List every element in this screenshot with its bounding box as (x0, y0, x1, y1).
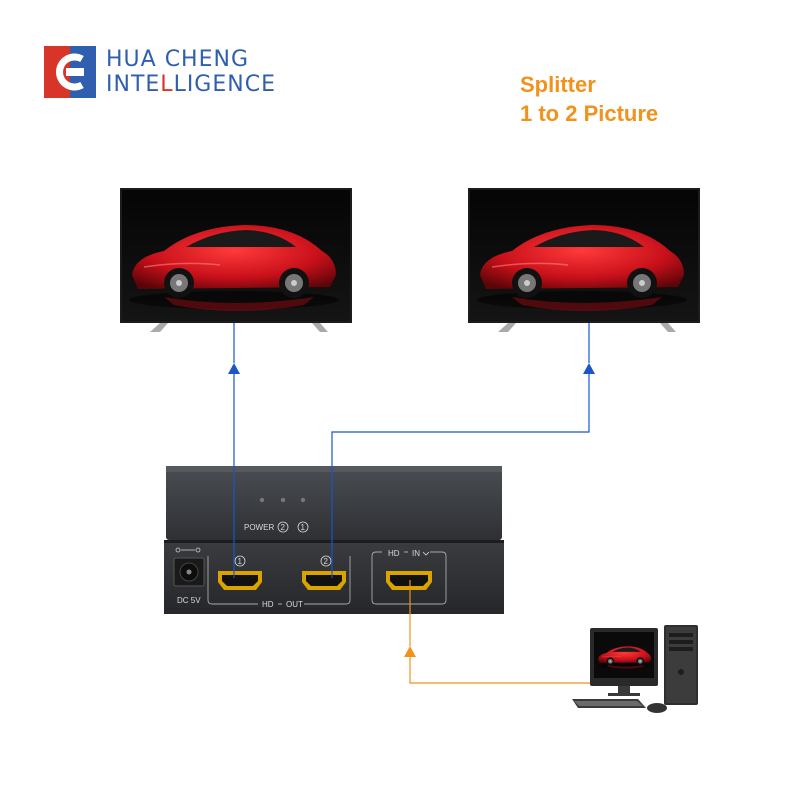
out-port-2-label: 2 (324, 557, 329, 566)
led-power (259, 497, 265, 503)
power-label: POWER (244, 523, 274, 532)
hd-in-label-b: IN (412, 549, 420, 558)
led-1 (300, 497, 306, 503)
arrow-up-icon (404, 646, 416, 657)
output-line-2 (331, 372, 590, 578)
hc-logo-mark-icon (44, 46, 96, 98)
hdmi-out-port-2[interactable] (302, 571, 346, 590)
desktop-computer-icon (572, 625, 698, 713)
title-line-1: Splitter (520, 72, 596, 97)
dc-label: DC 5V (177, 596, 201, 605)
diagram-title: Splitter 1 to 2 Picture (520, 70, 658, 128)
brand-name-line-1: HUA CHENG (106, 47, 249, 72)
hd-out-label-a: HD (262, 600, 274, 609)
tv-left-icon (120, 188, 352, 332)
hd-out-label-b: OUT (286, 600, 303, 609)
input-connection-line (404, 580, 590, 684)
brand-logo: HUA CHENG INTELLIGENCE (44, 46, 304, 100)
brand-name-line-2: INTELLIGENCE (106, 72, 276, 97)
splitter-device: POWER 2 1 DC 5V HD OUT 1 2 (164, 466, 504, 614)
title-line-2: 1 to 2 Picture (520, 101, 659, 126)
dc-power-jack-icon (173, 547, 205, 587)
output-connection-lines (228, 323, 595, 578)
led-2 (280, 497, 286, 503)
led-1-label: 1 (301, 523, 306, 532)
hdmi-in-port[interactable] (386, 571, 432, 590)
hd-in-label-a: HD (388, 549, 400, 558)
chevron-down-icon (422, 551, 430, 556)
tv-right-icon (468, 188, 700, 332)
arrow-up-icon (583, 363, 595, 374)
arrow-up-icon (228, 363, 240, 374)
led-2-label: 2 (281, 523, 286, 532)
out-port-1-label: 1 (238, 557, 243, 566)
hdmi-out-port-1[interactable] (218, 571, 262, 590)
